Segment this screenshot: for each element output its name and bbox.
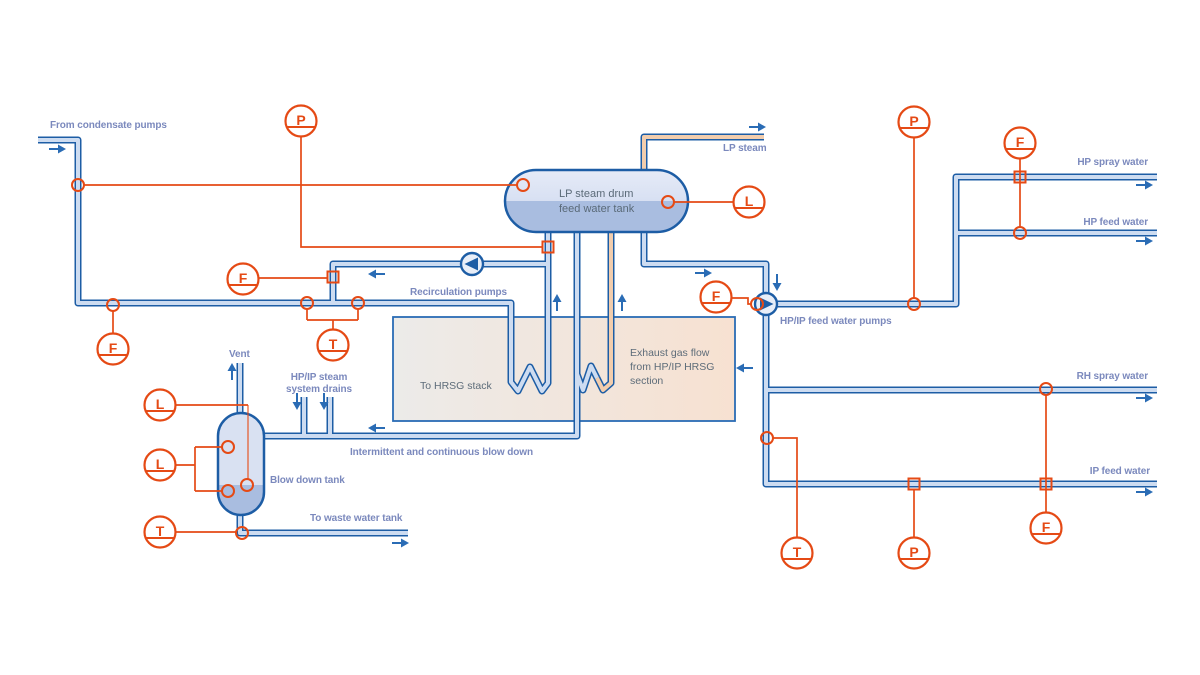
instrument-temperature-ip-line: T — [780, 536, 814, 570]
label-ip-feed-water: IP feed water — [1090, 466, 1150, 477]
label-exhaust-line3: section — [630, 375, 663, 387]
exhaust-gas-duct — [392, 316, 736, 422]
label-exhaust-line1: Exhaust gas flow — [630, 347, 710, 359]
labels: From condensate pumps LP steam Recircula… — [50, 120, 1150, 524]
arrow-left-exhaust-gas — [736, 363, 753, 373]
svg-text:F: F — [712, 288, 721, 304]
pipe-ip-feed — [762, 315, 1157, 488]
blow-down-tank — [216, 411, 266, 517]
svg-text:T: T — [793, 544, 802, 560]
label-hpip-feed-water-pumps: HP/IP feed water pumps — [780, 316, 892, 327]
drum-label-line2: feed water tank — [559, 203, 635, 215]
instrument-pressure-pump-discharge: P — [897, 105, 931, 139]
instrument-level-blowdown: L — [143, 448, 177, 482]
svg-text:F: F — [239, 270, 248, 286]
label-to-hrsg-stack: To HRSG stack — [420, 380, 493, 392]
instrument-lines — [84, 137, 1047, 537]
pipe-hp-spray — [776, 173, 1157, 308]
recirculation-pump — [459, 251, 485, 277]
instrument-temperature-feed-line: T — [316, 328, 350, 362]
arrow-right-rh-spray — [1136, 393, 1153, 403]
arrow-up-riser-2 — [617, 294, 627, 311]
label-lp-steam: LP steam — [723, 143, 767, 154]
instrument-flow-recirculation: F — [226, 262, 260, 296]
flow-arrows — [49, 122, 1153, 548]
instrument-flow-condensate-feed: F — [96, 332, 130, 366]
label-blow-down-tank: Blow down tank — [270, 475, 345, 486]
label-drains-line2: system drains — [286, 384, 352, 395]
arrow-right-condensate — [49, 144, 66, 154]
svg-text:F: F — [109, 340, 118, 356]
instrument-pressure-ip-feed: P — [897, 536, 931, 570]
instrument-pressure-drum-downcomer: P — [284, 104, 318, 138]
label-hp-feed-water: HP feed water — [1083, 217, 1148, 228]
label-drains-line1: HP/IP steam — [291, 372, 348, 383]
label-vent: Vent — [229, 349, 250, 360]
arrow-right-hp-spray — [1136, 180, 1153, 190]
instrument-temperature-blowdown-drain: T — [143, 515, 177, 549]
label-from-condensate-pumps: From condensate pumps — [50, 120, 167, 131]
arrow-right-lp-steam — [749, 122, 766, 132]
hp-ip-feed-water-pump — [753, 291, 779, 317]
svg-text:P: P — [909, 113, 918, 129]
arrow-right-suction — [695, 268, 712, 278]
label-to-waste-water-tank: To waste water tank — [310, 513, 403, 524]
lp-steam-drum: LP steam drum feed water tank — [503, 168, 690, 234]
drum-label-line1: LP steam drum — [559, 188, 633, 200]
label-exhaust-line2: from HP/IP HRSG — [630, 361, 714, 373]
arrow-right-ip-feed — [1136, 487, 1153, 497]
arrow-down-drain-1 — [292, 393, 302, 410]
instrument-level-blowdown-upper: L — [143, 388, 177, 422]
svg-text:L: L — [156, 456, 165, 472]
instrument-flow-rh-ip-water: F — [1029, 511, 1063, 545]
instrument-flow-hp-water: F — [1003, 126, 1037, 160]
arrow-left-blowdown — [368, 423, 385, 433]
instrument-level-drum: L — [732, 185, 766, 219]
svg-text:L: L — [156, 396, 165, 412]
tap-nodes — [71, 170, 1053, 540]
svg-text:F: F — [1016, 134, 1025, 150]
arrow-right-hp-feed — [1136, 236, 1153, 246]
arrow-up-vent — [227, 363, 237, 380]
label-hp-spray-water: HP spray water — [1077, 157, 1148, 168]
arrow-left-recirculation — [368, 269, 385, 279]
svg-text:T: T — [156, 523, 165, 539]
label-rh-spray-water: RH spray water — [1077, 371, 1149, 382]
svg-text:F: F — [1042, 519, 1051, 535]
svg-text:T: T — [329, 336, 338, 352]
svg-text:P: P — [909, 544, 918, 560]
instrument-flow-pump-suction: F — [699, 280, 733, 314]
svg-text:P: P — [296, 112, 305, 128]
label-blow-down: Intermittent and continuous blow down — [350, 447, 533, 458]
arrow-right-waste-water — [392, 538, 409, 548]
arrow-down-pump-inlet — [772, 274, 782, 291]
label-recirculation-pumps: Recirculation pumps — [410, 287, 508, 298]
svg-text:L: L — [745, 193, 754, 209]
arrow-down-drain-2 — [319, 393, 329, 410]
arrow-up-riser-1 — [552, 294, 562, 311]
